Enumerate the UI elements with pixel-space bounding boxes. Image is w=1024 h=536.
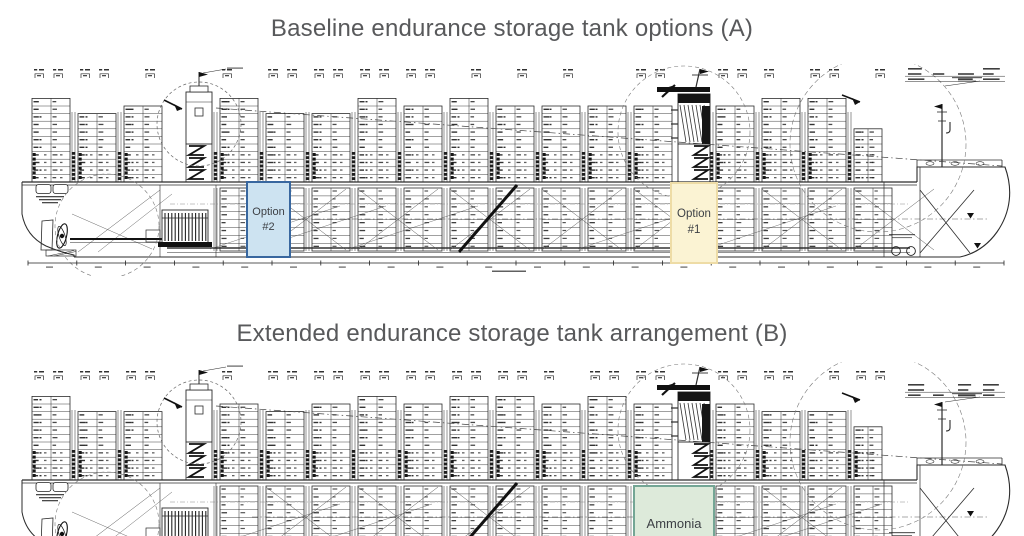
ammonia-label: Ammonia (646, 516, 702, 532)
option-2-highlight-box: Option #2 (246, 181, 291, 258)
option-2-sublabel: #2 (262, 220, 275, 233)
ship-profile-drawing-a (21, 64, 1011, 276)
option-1-highlight-box: Option #1 (670, 182, 718, 264)
figure-b-title: Extended endurance storage tank arrangem… (236, 320, 788, 347)
figure-a-title: Baseline endurance storage tank options … (270, 15, 754, 42)
ship-profile-drawing-b (21, 362, 1011, 536)
option-1-sublabel: #1 (687, 224, 701, 236)
option-1-label: Option (677, 208, 711, 221)
ammonia-tank-highlight-box: Ammonia (633, 485, 715, 536)
option-2-label: Option (252, 205, 285, 218)
